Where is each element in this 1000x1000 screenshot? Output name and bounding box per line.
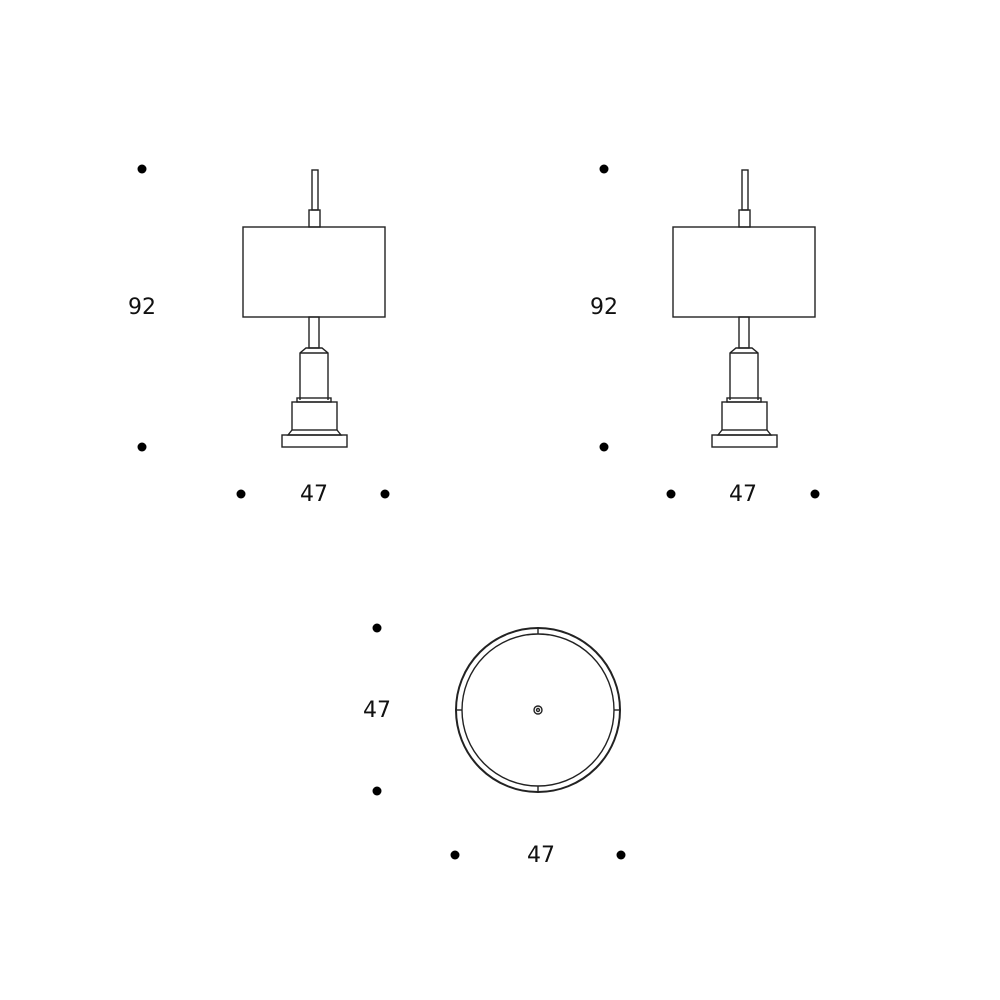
top-view: 47 47	[363, 623, 626, 868]
depth-dimension-marker-top	[372, 623, 382, 633]
height-dimension-label: 92	[590, 295, 618, 320]
lamp-plan-view	[455, 627, 621, 793]
side-view: 92 47	[590, 164, 820, 507]
front-view: 92 47	[128, 164, 390, 507]
width-dimension-label: 47	[729, 482, 757, 507]
width-dimension-label: 47	[300, 482, 328, 507]
width-dimension-marker-left	[236, 489, 246, 499]
height-dimension-marker-bottom	[599, 442, 609, 452]
depth-dimension-marker-bottom	[372, 786, 382, 796]
height-dimension-marker-bottom	[137, 442, 147, 452]
width-dimension-marker-right	[810, 489, 820, 499]
lamp-side-elevation	[672, 169, 816, 448]
width-dimension-marker-right	[616, 850, 626, 860]
width-dimension-marker-right	[380, 489, 390, 499]
height-dimension-marker-top	[137, 164, 147, 174]
depth-dimension-label: 47	[363, 698, 391, 723]
width-dimension-label: 47	[527, 843, 555, 868]
lamp-front-elevation	[242, 169, 386, 448]
width-dimension-marker-left	[450, 850, 460, 860]
height-dimension-marker-top	[599, 164, 609, 174]
height-dimension-label: 92	[128, 295, 156, 320]
width-dimension-marker-left	[666, 489, 676, 499]
